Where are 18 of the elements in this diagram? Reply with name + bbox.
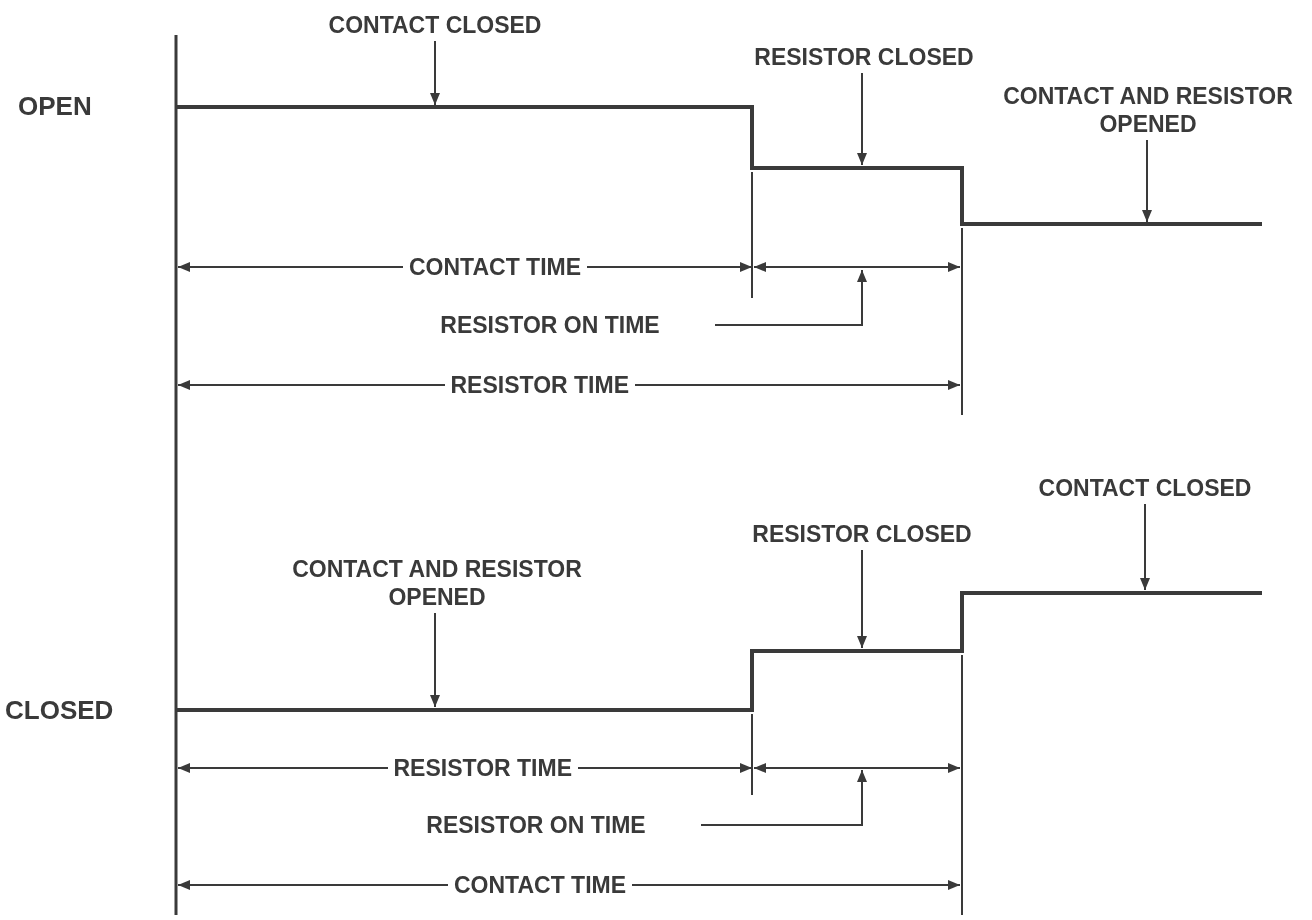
state-label: OPEN <box>18 92 92 120</box>
leader-arrow <box>1140 503 1150 591</box>
leader-arrow <box>857 72 867 166</box>
leader-arrow <box>714 269 867 326</box>
callout-text: CONTACT CLOSED <box>274 11 596 39</box>
leader-arrow <box>430 40 440 106</box>
leader-arrow <box>1142 139 1152 223</box>
callout-text: RESISTOR CLOSED <box>701 520 1023 548</box>
state-label: CLOSED <box>5 696 114 724</box>
callout-text: RESISTOR ON TIME <box>375 811 697 839</box>
leader-arrow <box>700 769 867 826</box>
callout-text: RESISTOR ON TIME <box>389 311 711 339</box>
callout-text: CONTACT CLOSED <box>984 474 1306 502</box>
callout-text: CONTACT AND RESISTOR OPENED <box>286 555 588 611</box>
leader-arrow <box>430 612 440 708</box>
callout-text: RESISTOR CLOSED <box>703 43 1025 71</box>
callout-text: CONTACT AND RESISTOR OPENED <box>997 82 1299 138</box>
leader-arrow <box>857 549 867 649</box>
